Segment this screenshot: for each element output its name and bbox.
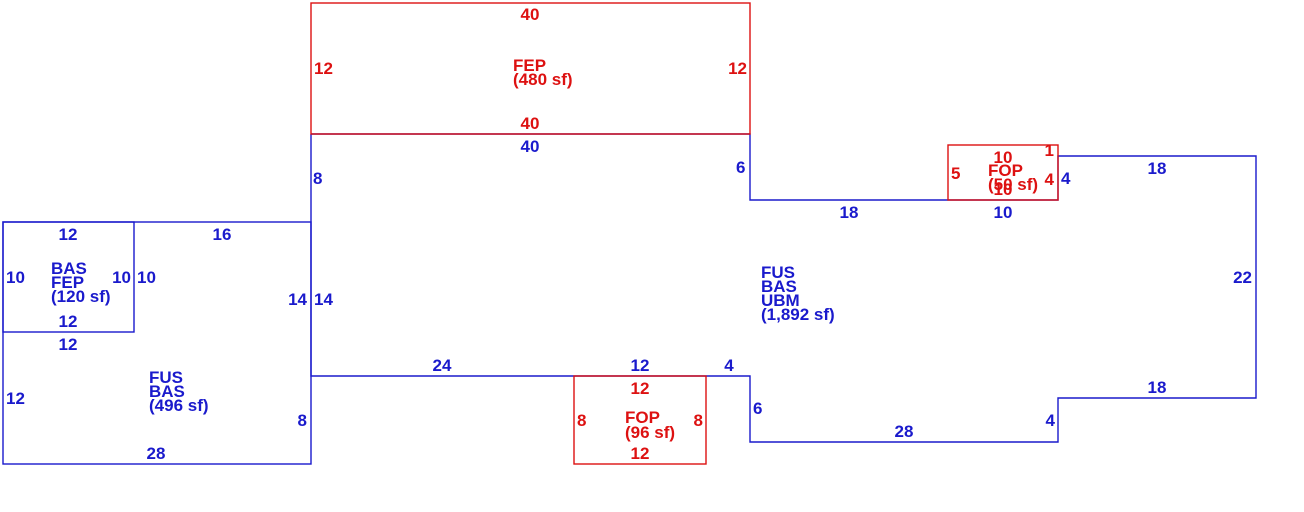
dim-small-porch-bottom: 10 <box>994 180 1013 199</box>
bottom-porch-label: FOP <box>625 408 660 427</box>
dim-small-porch-top: 10 <box>994 148 1013 167</box>
outlines <box>2 2 1257 465</box>
dim-small-porch-right: 4 <box>1045 170 1055 189</box>
left-upper-dimensions: 12 12 10 10 <box>6 225 131 331</box>
dim-main-top-right: 18 <box>1148 159 1167 178</box>
dim-main-right-upper: 4 <box>1061 169 1071 188</box>
top-porch-label: FEP <box>513 56 546 75</box>
left-lower-label-2: BAS <box>149 382 185 401</box>
dim-small-porch-left: 5 <box>951 164 960 183</box>
dim-left-upper-top: 12 <box>59 225 78 244</box>
dim-main-bottom-left-vert: 6 <box>753 399 762 418</box>
dim-bottom-porch-top: 12 <box>631 379 650 398</box>
main-area-dimensions: 40 8 6 18 10 4 18 22 18 4 28 6 4 12 24 1… <box>313 137 1252 441</box>
area-labels: FUS BAS UBM (1,892 sf) FUS BAS (496 sf) … <box>51 56 1038 442</box>
bottom-porch-outline <box>573 375 707 465</box>
small-porch-dimensions: 10 5 1 4 10 <box>951 141 1055 199</box>
dim-left-lower-left: 12 <box>6 389 25 408</box>
dim-main-lower-right-step: 4 <box>1046 411 1056 430</box>
left-upper-size: (120 sf) <box>51 287 111 306</box>
dim-main-left-inner: 14 <box>314 290 333 309</box>
dim-main-bottom-left-horiz: 4 <box>724 356 734 375</box>
dim-left-upper-bottom: 12 <box>59 312 78 331</box>
dim-main-right-step: 6 <box>736 158 745 177</box>
dim-left-upper-right: 10 <box>112 268 131 287</box>
dim-left-upper-left: 10 <box>6 268 25 287</box>
left-lower-area-outline <box>2 221 312 465</box>
dim-left-lower-lower-right: 8 <box>298 411 307 430</box>
small-porch-outline <box>947 144 1059 201</box>
dim-top-porch-top: 40 <box>521 5 540 24</box>
dim-main-porch-bottom: 10 <box>994 203 1013 222</box>
dim-top-porch-left: 12 <box>314 59 333 78</box>
left-upper-area-outline <box>2 221 135 333</box>
left-lower-size: (496 sf) <box>149 396 209 415</box>
left-lower-label-1: FUS <box>149 368 183 387</box>
top-porch-dimensions: 40 40 12 12 <box>314 5 747 133</box>
top-porch-size: (480 sf) <box>513 70 573 89</box>
dim-main-bottom-left: 24 <box>433 356 452 375</box>
main-area-size: (1,892 sf) <box>761 305 835 324</box>
dim-top-porch-right: 12 <box>728 59 747 78</box>
dim-main-bottom: 28 <box>895 422 914 441</box>
dim-small-porch-right-top: 1 <box>1045 141 1054 160</box>
dim-left-lower-top-right: 16 <box>213 225 232 244</box>
small-porch-size: (50 sf) <box>988 175 1038 194</box>
left-lower-dimensions: 12 16 10 14 12 8 28 <box>6 225 308 463</box>
dim-main-far-right: 22 <box>1233 268 1252 287</box>
dim-main-left-upper: 8 <box>313 169 322 188</box>
dim-main-step-bottom: 18 <box>840 203 859 222</box>
bottom-porch-dimensions: 12 12 8 8 <box>577 379 703 463</box>
dim-bottom-porch-bottom: 12 <box>631 444 650 463</box>
main-area-outline <box>310 133 1257 443</box>
dim-main-top: 40 <box>521 137 540 156</box>
bottom-porch-size: (96 sf) <box>625 423 675 442</box>
dim-main-lower-right-top: 18 <box>1148 378 1167 397</box>
dim-bottom-porch-right: 8 <box>694 411 703 430</box>
dim-top-porch-bottom: 40 <box>521 114 540 133</box>
dim-left-lower-bottom: 28 <box>147 444 166 463</box>
dim-bottom-porch-left: 8 <box>577 411 586 430</box>
small-porch-label: FOP <box>988 161 1023 180</box>
dim-left-lower-right: 10 <box>137 268 156 287</box>
main-area-label-1: FUS <box>761 263 795 282</box>
main-area-label-2: BAS <box>761 277 797 296</box>
dim-left-lower-mid-right: 14 <box>288 290 307 309</box>
dim-main-bottom-mid: 12 <box>631 356 650 375</box>
main-area-label-3: UBM <box>761 291 800 310</box>
left-upper-label-2: FEP <box>51 273 84 292</box>
left-upper-label-1: BAS <box>51 259 87 278</box>
dim-left-lower-top-left: 12 <box>59 335 78 354</box>
top-porch-outline <box>310 2 751 135</box>
